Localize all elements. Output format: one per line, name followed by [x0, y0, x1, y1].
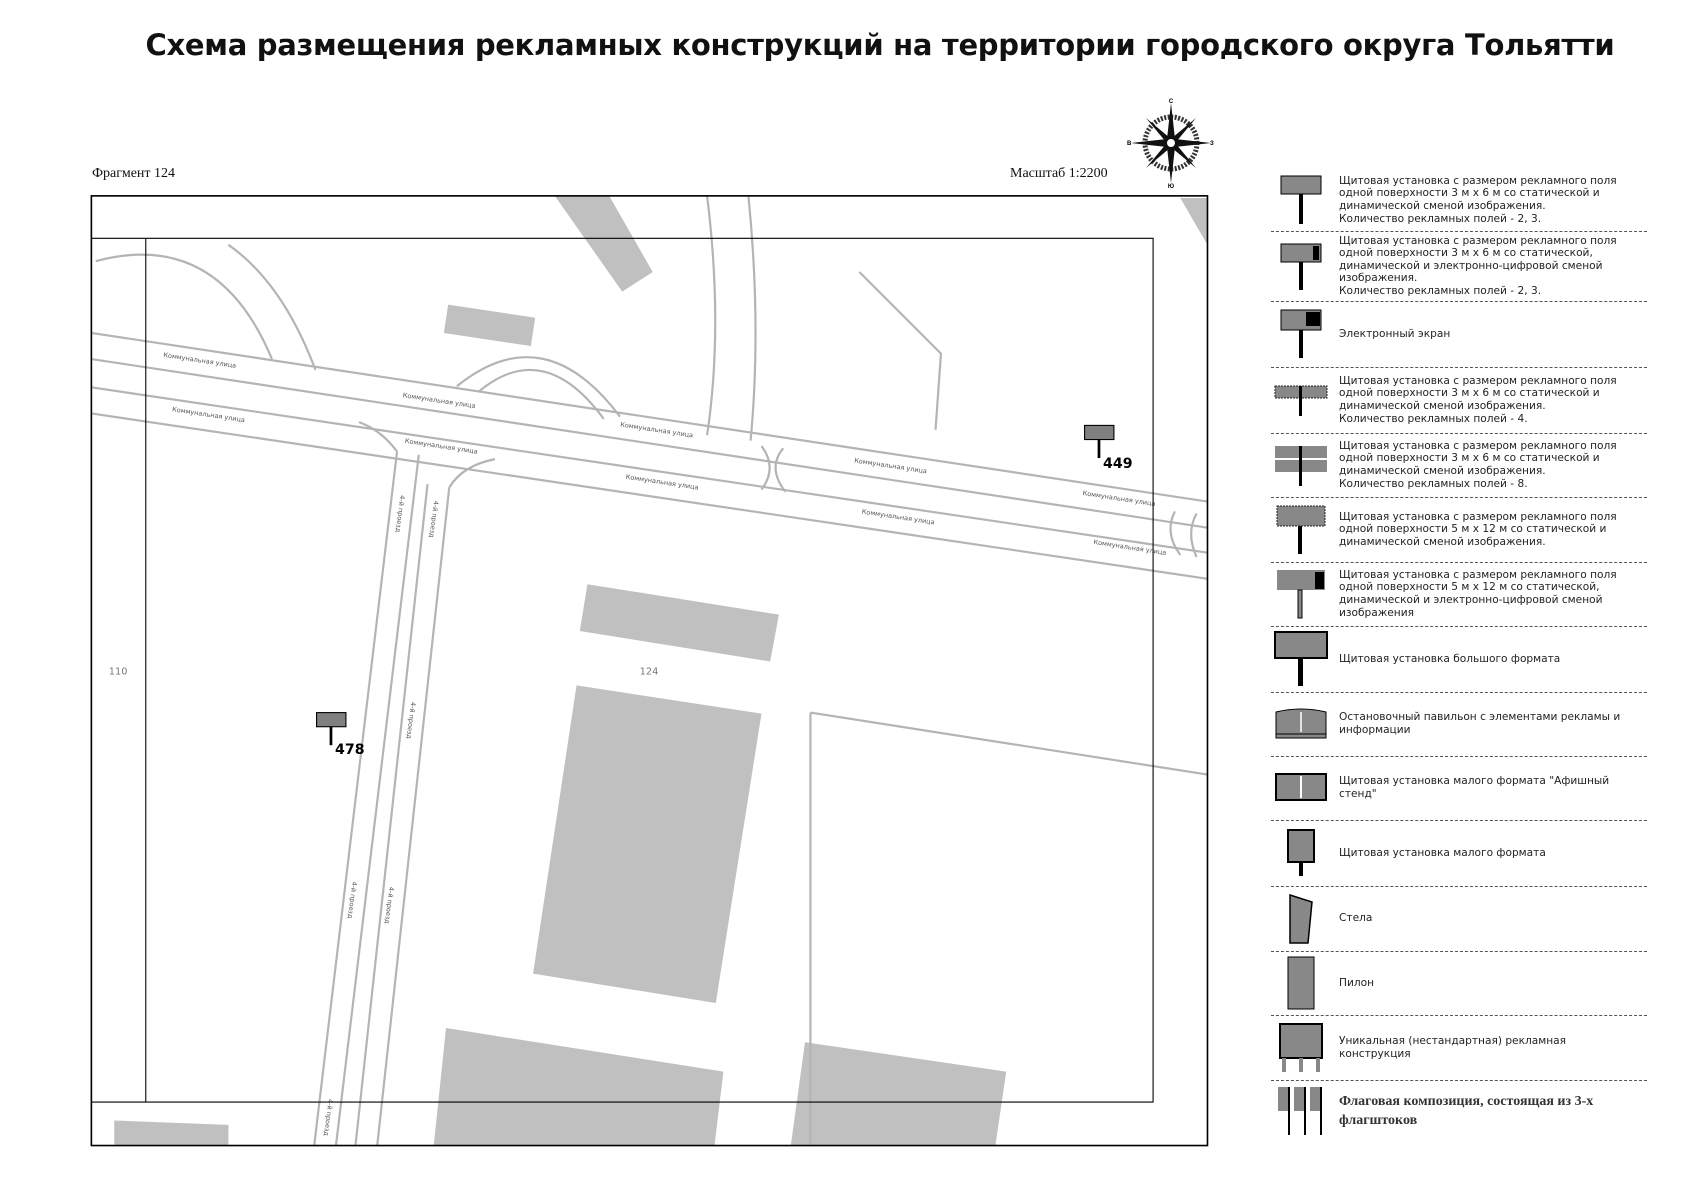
poster-stand-icon	[1275, 773, 1327, 801]
stele-icon	[1289, 893, 1313, 944]
roads	[91, 195, 1208, 1146]
flag-composition-icon	[1278, 1087, 1322, 1135]
street-label: Коммунальная улица	[620, 421, 694, 440]
street-label: 4-й проезд	[427, 500, 440, 538]
billboard-5x12-digital-icon	[1277, 570, 1325, 619]
compass-north: С	[1169, 99, 1174, 105]
pylon-icon	[1287, 956, 1315, 1010]
compass-rose-icon: С Ю В З	[1127, 99, 1214, 188]
billboard-4-fields-icon	[1274, 385, 1328, 416]
bus-stop-pavilion-icon	[1275, 708, 1327, 739]
street-label: 4-й проезд	[394, 495, 407, 533]
buildings	[114, 195, 1208, 1146]
legend-item: Щитовая установка с размером рекламного …	[1271, 169, 1647, 232]
street-label: 4-й проезд	[346, 881, 359, 919]
billboard-post	[1097, 439, 1101, 459]
marker-478[interactable]: 478	[316, 712, 365, 758]
legend-item: Стела	[1271, 886, 1647, 952]
billboard-8-fields-icon	[1275, 446, 1327, 486]
building	[579, 584, 779, 662]
legend-item: Остановочный павильон с элементами рекла…	[1271, 692, 1647, 757]
block-label-110: 110	[109, 667, 128, 678]
billboard-post	[329, 726, 333, 746]
block-label-124: 124	[640, 667, 659, 678]
street-label: Коммунальная улица	[854, 456, 928, 475]
building	[114, 1120, 229, 1146]
marker-label: 449	[1103, 456, 1132, 472]
legend-item: Щитовая установка малого формата	[1271, 820, 1647, 887]
legend-item: Щитовая установка с размером рекламного …	[1271, 433, 1647, 498]
street-label: 4-й проезд	[322, 1099, 335, 1137]
building	[533, 685, 762, 1004]
billboard-3x6-digital-icon	[1280, 243, 1322, 290]
small-format-billboard-icon	[1287, 829, 1315, 876]
building	[554, 195, 653, 292]
legend-item: Пилон	[1271, 951, 1647, 1016]
legend-item: Щитовая установка малого формата "Афишны…	[1271, 756, 1647, 821]
legend-item: Электронный экран	[1271, 301, 1647, 368]
billboard-3x6-icon	[1280, 175, 1322, 224]
map-outer-frame	[90, 195, 1209, 1147]
legend-item: Флаговая композиция, состоящая из 3-х фл…	[1271, 1080, 1647, 1142]
compass-west: В	[1127, 141, 1132, 147]
fragment-label: Фрагмент 124	[92, 166, 176, 181]
legend-item: Щитовая установка с размером рекламного …	[1271, 562, 1647, 627]
marker-label: 478	[335, 742, 365, 758]
scale-label: Масштаб 1:2200	[1010, 166, 1108, 181]
building	[433, 1028, 724, 1146]
building	[790, 1042, 1007, 1146]
legend-item: Уникальная (нестандартная) рекламная кон…	[1271, 1015, 1647, 1081]
street-label: 4-й проезд	[405, 701, 418, 739]
billboard-5x12-icon	[1276, 505, 1326, 554]
legend-item: Щитовая установка с размером рекламного …	[1271, 367, 1647, 434]
electronic-screen-icon	[1280, 309, 1322, 358]
compass-east: З	[1210, 141, 1214, 147]
billboard-marker-icon	[1084, 424, 1115, 441]
large-format-billboard-icon	[1274, 631, 1328, 686]
billboard-marker-icon	[316, 712, 347, 728]
compass-south: Ю	[1168, 184, 1174, 188]
legend-item: Щитовая установка большого формата	[1271, 626, 1647, 693]
marker-449[interactable]: 449	[1084, 424, 1133, 472]
unique-construction-icon	[1279, 1022, 1323, 1072]
street-label: 4-й проезд	[383, 886, 396, 924]
page-title: Схема размещения рекламных конструкций н…	[145, 28, 1615, 62]
map-inner-frame	[91, 237, 1154, 1103]
legend-item: Щитовая установка с размером рекламного …	[1271, 231, 1647, 302]
building	[1180, 198, 1208, 245]
legend-item: Щитовая установка с размером рекламного …	[1271, 497, 1647, 563]
building	[443, 304, 536, 346]
